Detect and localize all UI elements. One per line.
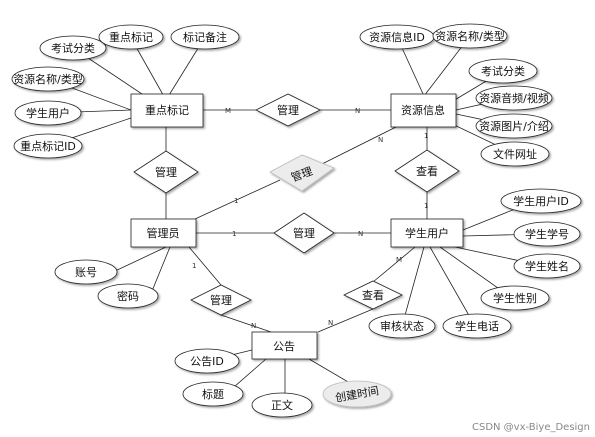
entity-admin: 管理员 (130, 218, 197, 248)
relation-admin-mark: 管理 (133, 150, 199, 194)
cardinality-label: N (355, 107, 360, 115)
attribute-mark-tag: 重点标记 (98, 24, 164, 50)
attribute-label: 公告ID (190, 355, 224, 368)
edge (317, 308, 374, 333)
relation-label: 管理 (155, 165, 177, 179)
attribute-notice-title: 标题 (182, 381, 244, 407)
attribute-label: 重点标记 (109, 30, 153, 44)
cardinality-label: 1 (192, 262, 196, 270)
attribute-label: 重点标记ID (20, 139, 76, 153)
attribute-label: 考试分类 (51, 41, 95, 55)
attribute-label: 学生用户ID (513, 194, 569, 208)
entity-notice: 公告 (251, 331, 318, 360)
attribute-label: 资源音频/视频 (479, 91, 549, 105)
relation-admin-student: 管理 (273, 212, 335, 254)
attribute-label: 考试分类 (481, 64, 525, 78)
attribute-res-name: 资源名称/类型 (432, 23, 508, 49)
entity-label: 管理员 (147, 226, 180, 240)
attribute-notice-time: 创建时间 (322, 380, 392, 408)
attribute-stu-status: 审核状态 (368, 313, 436, 339)
cardinality-label: N (328, 319, 333, 327)
attribute-label: 资源名称/类型 (13, 72, 83, 86)
attribute-stu-id: 学生用户ID (500, 188, 582, 214)
attribute-label: 学生电话 (455, 319, 499, 333)
watermark: CSDN @vx-Biye_Design (472, 422, 590, 433)
attribute-mark-student: 学生用户 (14, 100, 82, 126)
relation-admin-notice: 管理 (190, 284, 252, 316)
attribute-res-audio: 资源音频/视频 (475, 85, 553, 111)
edge (194, 179, 281, 220)
cardinality-label: 1 (424, 202, 428, 210)
edge (319, 124, 401, 166)
cardinality-label: 1 (234, 197, 238, 205)
edge (372, 246, 416, 283)
attribute-mark-res-name: 资源名称/类型 (11, 66, 85, 92)
edge (149, 246, 171, 297)
entity-resource: 资源信息 (390, 93, 457, 128)
relation-resource-student: 查看 (394, 149, 460, 193)
relation-label: 管理 (210, 293, 232, 307)
cardinality-label: N (251, 322, 256, 330)
attributes: 考试分类 重点标记 标记备注 资源名称/类型 学生用户 重点标记ID 资源信息I… (11, 23, 582, 418)
attribute-stu-phone: 学生电话 (442, 313, 512, 339)
attribute-label: 资源图片/介绍 (479, 119, 549, 133)
relation-student-notice: 查看 (343, 280, 403, 310)
entity-label: 公告 (273, 340, 295, 353)
attribute-res-id: 资源信息ID (359, 24, 435, 50)
relation-label: 管理 (293, 226, 315, 240)
attribute-res-image: 资源图片/介绍 (475, 113, 553, 139)
cardinality-label: 1 (424, 132, 428, 140)
entity-label: 资源信息 (401, 103, 445, 117)
edge (429, 246, 476, 327)
attribute-res-url: 文件网址 (480, 141, 550, 167)
edge (188, 246, 222, 286)
attribute-label: 资源名称/类型 (435, 29, 505, 43)
attribute-admin-account: 账号 (54, 259, 118, 285)
relation-admin-resource: 管理 (269, 154, 335, 192)
relationships: 管理 管理 管理 查看 管理 管理 查看 (133, 93, 460, 316)
relation-mark-resource: 管理 (255, 93, 321, 127)
attribute-label: 账号 (75, 266, 97, 279)
edge (401, 246, 425, 327)
attribute-mark-note: 标记备注 (170, 24, 240, 50)
attribute-admin-password: 密码 (97, 283, 159, 309)
attribute-label: 正文 (271, 398, 293, 412)
entity-student: 学生用户 (390, 218, 464, 248)
attribute-label: 学生性别 (493, 291, 537, 305)
attribute-label: 文件网址 (493, 147, 537, 161)
attribute-label: 学生学号 (525, 227, 569, 241)
edge (112, 246, 167, 273)
attribute-label: 审核状态 (380, 319, 424, 333)
attribute-notice-id: 公告ID (174, 348, 240, 374)
attribute-notice-body: 正文 (251, 392, 313, 418)
edge (220, 314, 272, 333)
entities: 重点标记 资源信息 管理员 学生用户 公告 (130, 93, 464, 360)
attribute-label: 资源信息ID (369, 30, 425, 44)
cardinality-label: M (396, 256, 402, 264)
attribute-label: 学生姓名 (525, 259, 569, 273)
attribute-res-category: 考试分类 (468, 58, 538, 84)
attribute-mark-category: 考试分类 (39, 35, 107, 61)
attribute-label: 密码 (117, 289, 139, 303)
attribute-stu-no: 学生学号 (513, 221, 581, 247)
attribute-label: 标题 (202, 387, 224, 401)
entity-mark: 重点标记 (130, 93, 204, 128)
cardinality-label: N (358, 230, 363, 238)
entity-label: 学生用户 (405, 226, 449, 240)
attribute-stu-name: 学生姓名 (513, 253, 581, 279)
cardinality-label: M (225, 107, 231, 115)
attribute-label: 标记备注 (183, 30, 227, 44)
cardinality-label: 1 (232, 230, 236, 238)
attribute-mark-id: 重点标记ID (13, 133, 83, 159)
attribute-label: 学生用户 (26, 106, 70, 120)
relation-label: 查看 (362, 288, 384, 302)
cardinality-label: N (378, 136, 383, 144)
cardinality-labels: M N 1 N 1 1 1 N 1 N M N (192, 107, 428, 330)
relation-label: 查看 (416, 164, 438, 178)
entity-label: 重点标记 (145, 103, 189, 117)
relation-label: 管理 (277, 103, 299, 117)
attribute-stu-gender: 学生性别 (480, 285, 550, 311)
